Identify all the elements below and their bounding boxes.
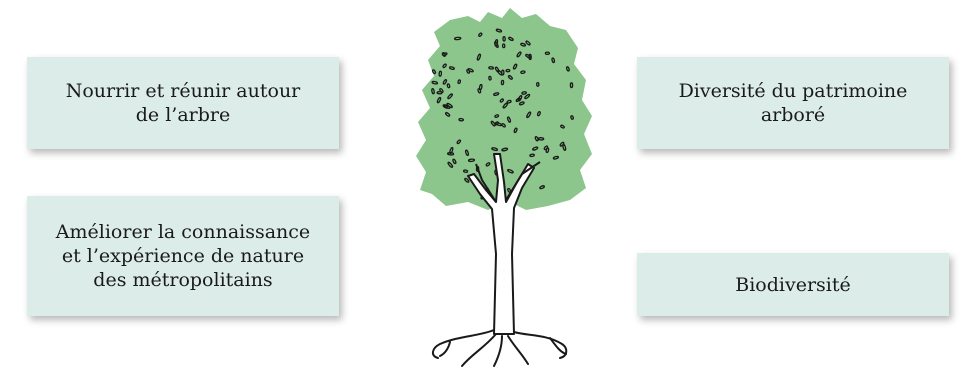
leaf-mark [551,57,556,64]
leaf-mark [552,155,560,160]
leaf-mark [539,185,545,190]
leaf-mark [431,80,439,85]
leaf-mark [501,43,506,49]
leaf-mark [502,102,509,109]
leaf-mark [442,63,447,69]
leaf-mark [448,66,455,70]
leaf-mark [507,168,514,174]
leaf-mark [570,115,574,120]
tree-trunk [467,153,541,335]
leaf-mark [462,169,469,173]
leaf-mark [516,51,522,58]
leaf-mark [431,69,437,75]
leaf-mark [505,68,511,73]
leaf-mark [534,136,539,142]
leaf-mark [436,90,443,95]
leaf-mark [520,42,527,47]
leaf-mark [490,120,496,127]
card-text-line: Biodiversité [735,273,851,296]
card-text-line: Nourrir et réunir autour [65,80,301,102]
leaf-mark [442,104,449,108]
leaf-mark [494,41,499,49]
leaf-mark [441,52,446,57]
leaf-mark [506,116,512,123]
card-text-line: arboré [760,104,826,126]
leaf-mark [500,79,505,86]
leaf-mark [491,147,499,152]
leaf-mark [521,91,527,95]
leaf-mark [529,153,535,158]
leaf-mark [565,66,570,72]
card-text-line: des métropolitains [93,269,273,291]
leaf-mark [545,147,550,154]
leaf-mark [494,121,499,126]
leaf-mark [477,88,482,94]
leaf-mark [438,70,443,77]
leaf-mark [518,101,525,106]
leaf-mark [488,66,495,70]
leaf-mark [464,149,470,157]
card-connaissance-nature: Améliorer la connaissance et l’expérienc… [27,196,339,316]
leaf-mark [508,36,514,42]
leaf-mark [532,146,539,151]
leaf-mark [560,124,565,129]
leaf-mark [543,145,549,151]
card-text-line: et l’expérience de nature [61,245,305,267]
leaf-mark [453,36,462,41]
leaf-mark [447,93,453,100]
leaf-mark [466,68,471,74]
leaf-mark [476,53,482,61]
leaf-mark [444,111,451,117]
leaf-mark [517,95,523,102]
leaf-mark [525,40,531,46]
leaf-mark [524,93,531,100]
leaf-mark [457,79,462,85]
card-nourrir-reunir: Nourrir et réunir autour de l’arbre [27,57,339,149]
leaf-mark [513,127,518,134]
leaf-mark [446,83,451,89]
leaf-mark [497,69,503,76]
leaf-mark [501,123,506,128]
leaf-mark [495,28,503,33]
leaf-mark [442,79,448,85]
leaf-mark [452,158,457,165]
card-text-line: Améliorer la connaissance [55,221,311,243]
leaf-mark [494,114,500,118]
leaf-mark [525,53,532,59]
leaf-mark [506,99,512,104]
leaf-mark [467,158,476,163]
leaf-mark [478,83,483,91]
leaf-mark [499,98,504,103]
card-biodiversite: Biodiversité [637,253,949,316]
leaf-mark [536,111,541,117]
leaf-mark [449,146,454,155]
leaf-mark [456,139,462,145]
leaf-mark [478,32,483,37]
leaf-mark [501,147,509,152]
tree-roots [432,329,568,367]
leaf-mark [464,177,470,183]
tree-icon [416,8,592,367]
leaf-mark [526,111,532,119]
tree-foliage [416,8,592,210]
leaf-mark [493,92,500,97]
leaf-mark [446,152,455,156]
leaf-mark [569,82,574,89]
leaf-mark [520,70,526,74]
card-text-line: Diversité du patrimoine [678,80,908,102]
leaf-mark [562,143,567,151]
card-text-line: de l’arbre [135,104,231,126]
leaf-mark [447,161,454,168]
card-diversite-patrimoine: Diversité du patrimoine arboré [637,57,949,149]
leaf-mark [536,81,540,87]
leaf-mark [502,35,506,42]
leaf-mark [512,63,518,70]
leaf-mark [488,75,492,81]
leaf-mark [431,87,435,95]
leaf-mark [544,51,551,55]
leaf-mark [436,96,442,104]
leaf-mark [507,75,513,80]
leaf-mark [485,162,491,167]
leaf-mark [458,117,465,122]
